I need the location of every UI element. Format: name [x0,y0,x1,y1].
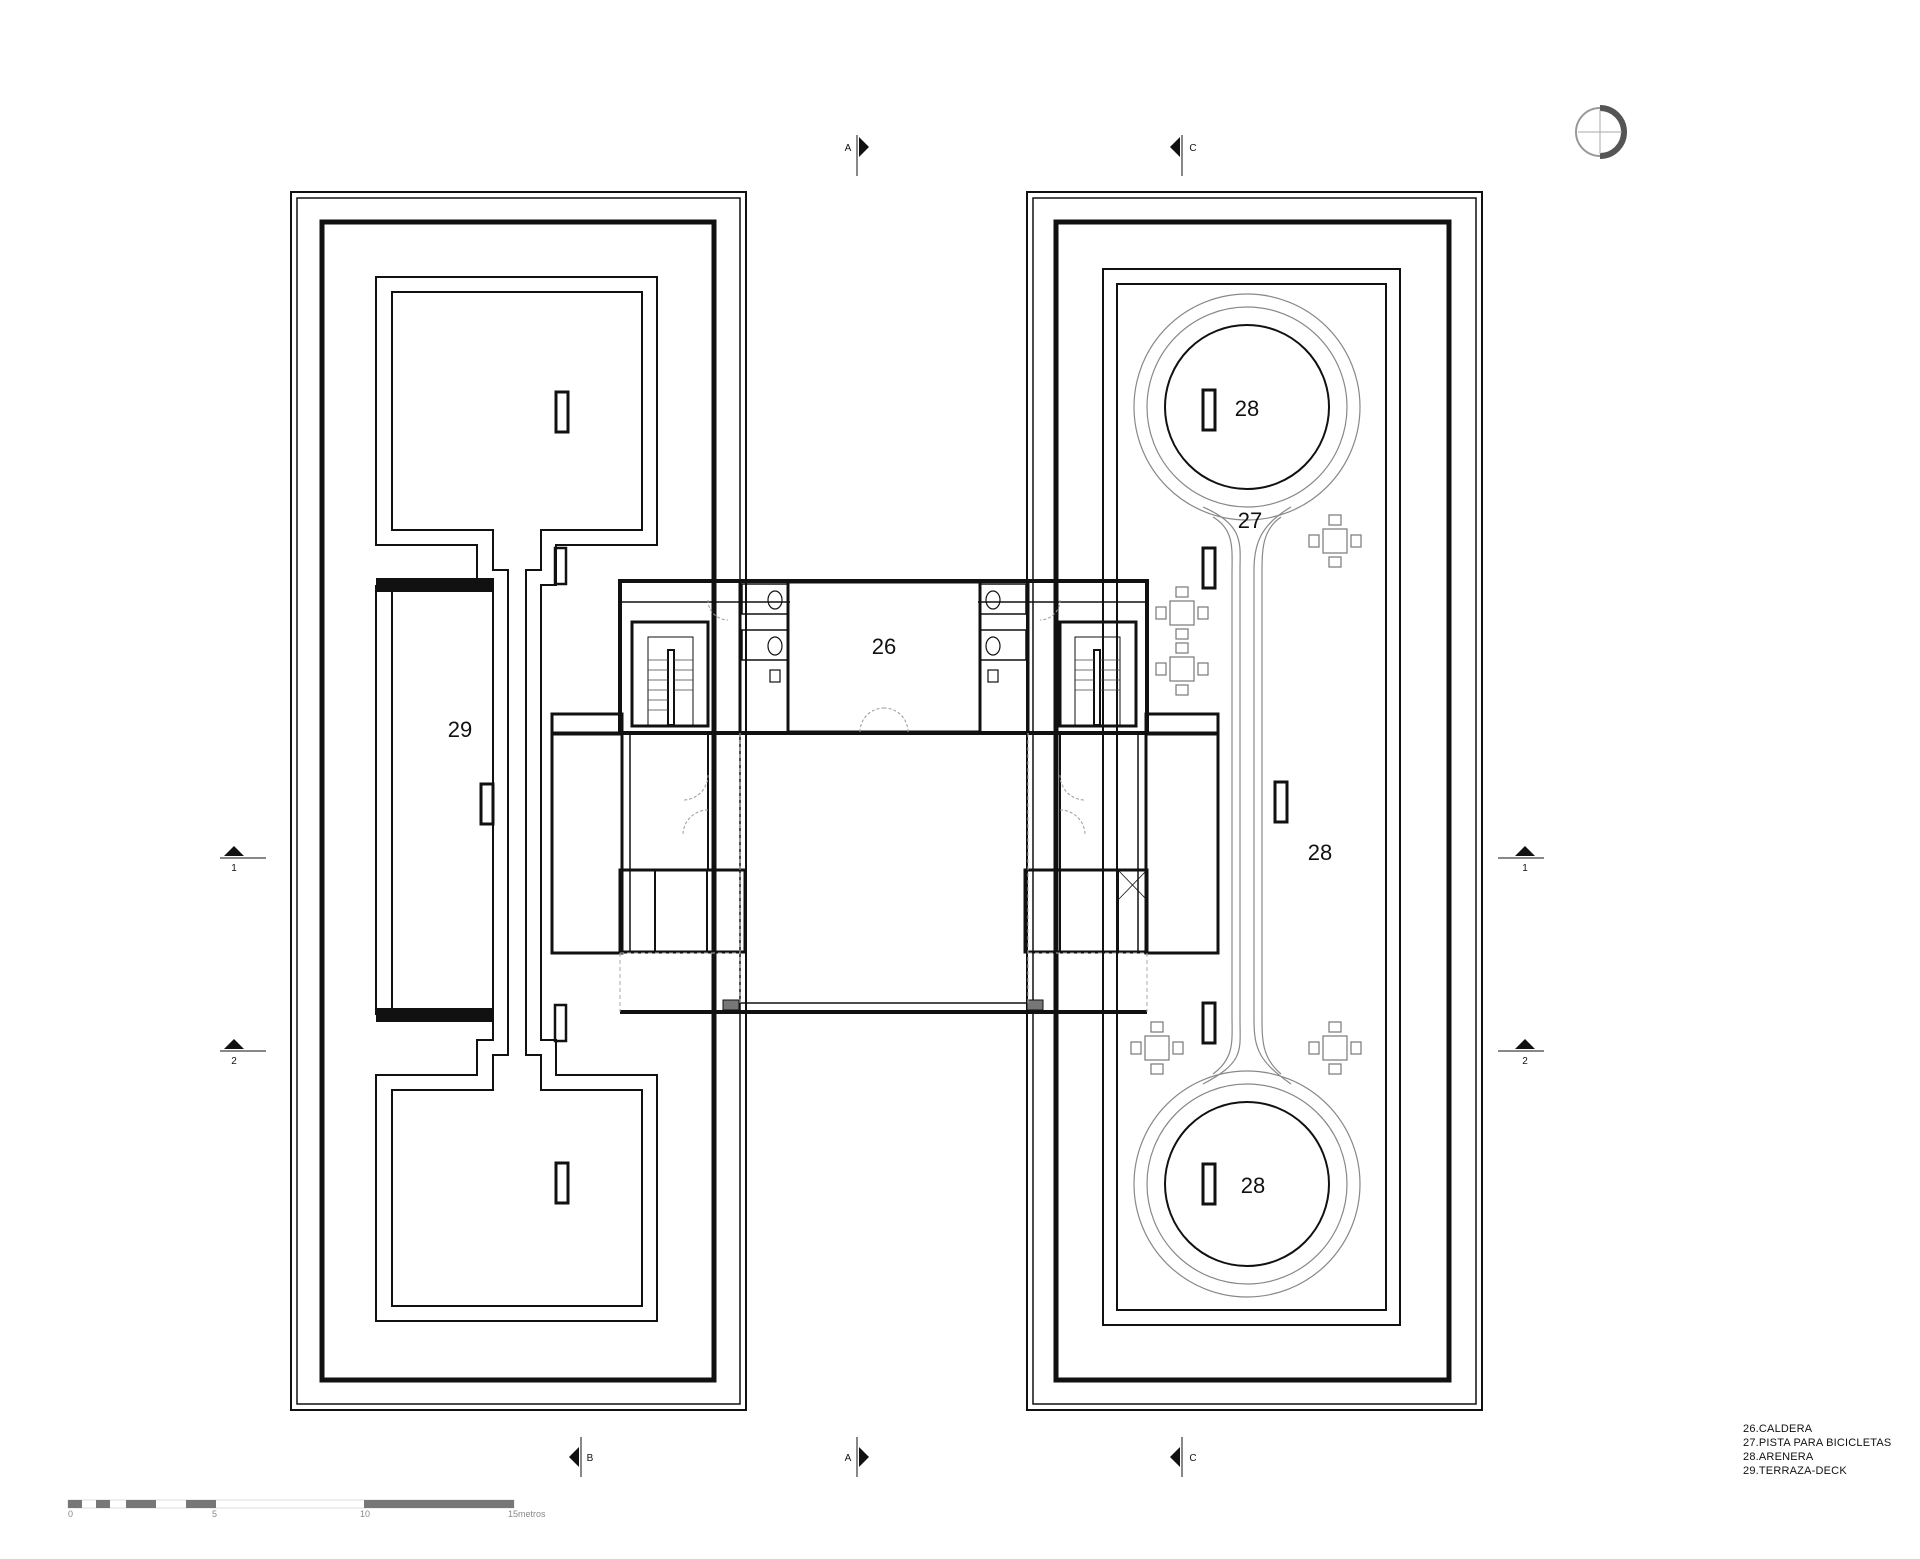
bicycle-track [1133,293,1361,1298]
right-wing [1026,191,1483,1411]
scale-tick-15: 15metros [508,1509,546,1519]
section-markers: A C B A C 1 1 2 2 [220,135,1544,1477]
legend-item-27: 27.PISTA PARA BICICLETAS [1743,1437,1892,1449]
legend: 26.CALDERA 27.PISTA PARA BICICLETAS 28.A… [1743,1422,1891,1478]
legend-item-29: 29.TERRAZA-DECK [1743,1465,1847,1477]
section-c-top-label: C [1189,143,1196,154]
room-28-bottom-label: 28 [1241,1173,1265,1198]
right-wing-skylights [1201,388,1289,1206]
room-29-label: 29 [448,717,472,742]
section-2-left-label: 2 [231,1056,237,1067]
north-arrow-icon [1575,105,1627,159]
section-a-top-label: A [845,143,852,154]
section-a-bottom-label: A [845,1453,852,1464]
section-c-bottom-label: C [1189,1453,1196,1464]
section-1-left-label: 1 [231,863,237,874]
legend-item-28: 28.ARENERA [1743,1451,1814,1463]
legend-item-26: 26.CALDERA [1743,1423,1813,1435]
section-1-right-label: 1 [1522,863,1528,874]
table-chairs-icon [1130,514,1362,1075]
scale-bar [67,1499,515,1509]
room-26-label: 26 [872,634,896,659]
section-2-right-label: 2 [1522,1056,1528,1067]
room-27-label: 27 [1238,508,1262,533]
room-28-mid-label: 28 [1308,840,1332,865]
section-b-bottom-label: B [587,1453,594,1464]
scale-bar-labels: 0 5 10 15metros [66,1509,586,1523]
central-core [550,579,1220,1014]
room-labels: 26 27 28 28 28 29 [448,396,1332,1198]
scale-tick-0: 0 [68,1509,74,1519]
scale-tick-10: 10 [360,1509,371,1519]
scale-tick-5: 5 [212,1509,218,1519]
room-28-top-label: 28 [1235,396,1259,421]
left-wing [290,191,747,1411]
